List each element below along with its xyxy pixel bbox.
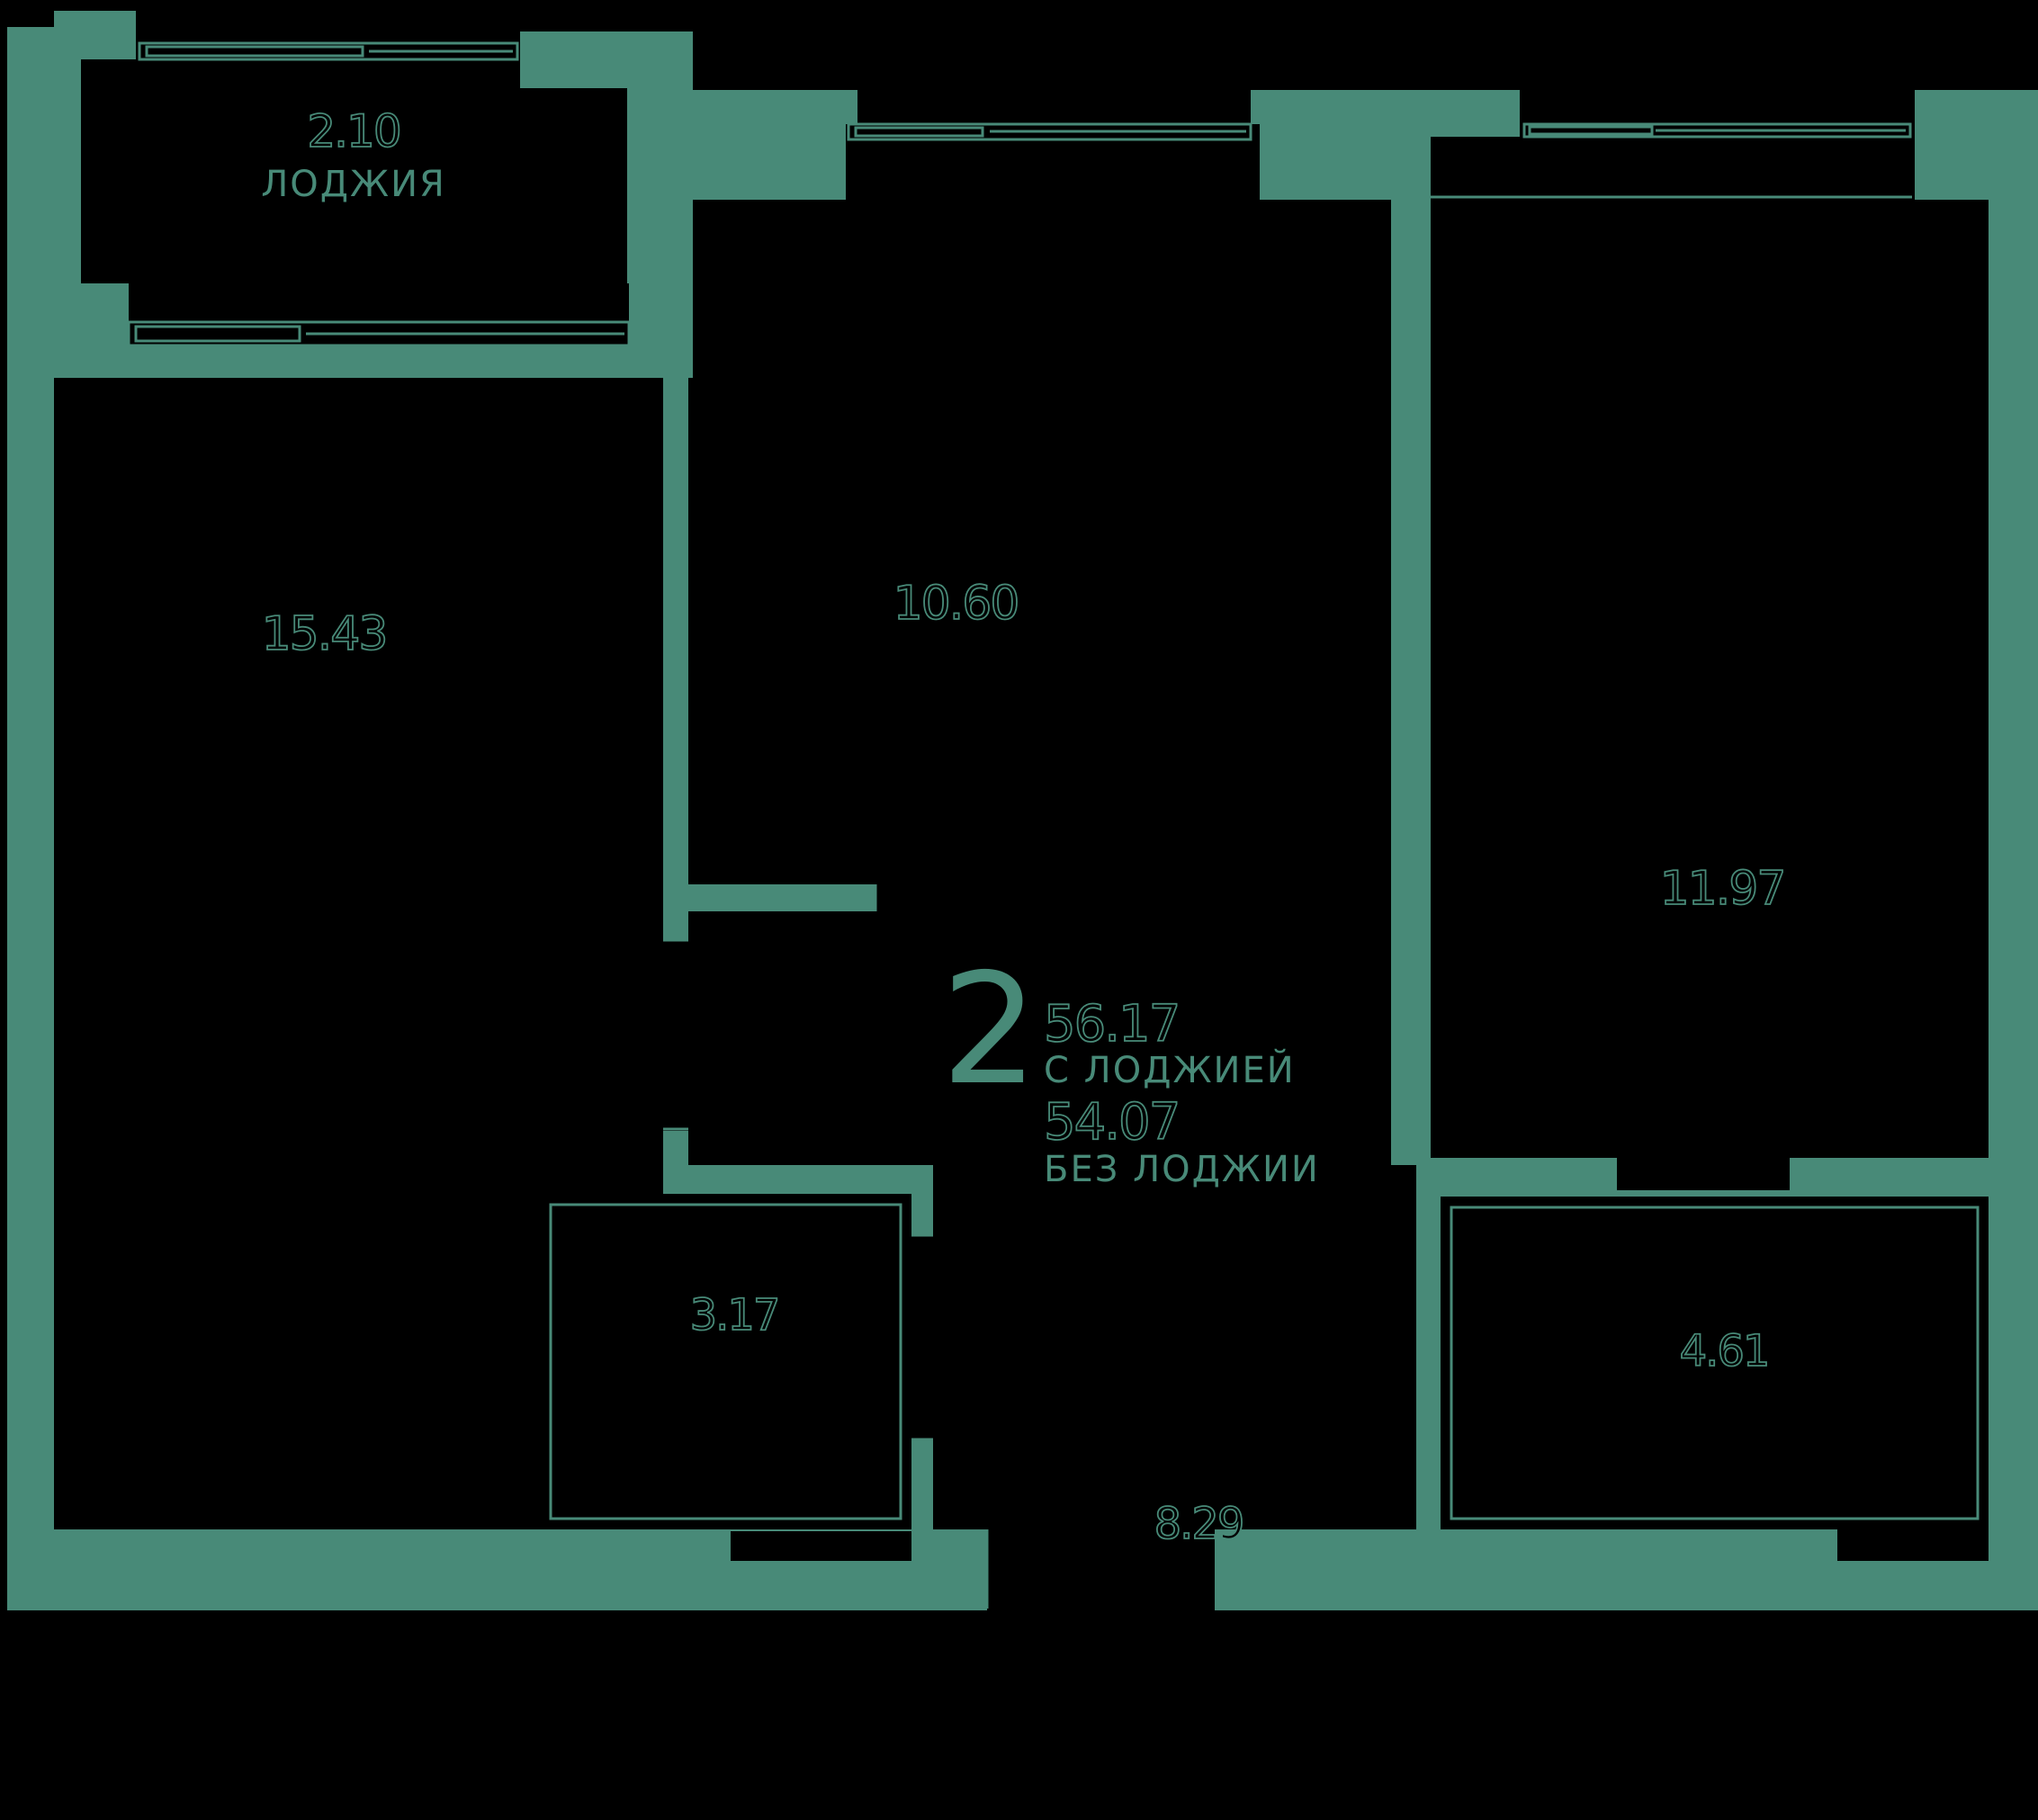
unit-area-with-loggia: 56.17 xyxy=(1044,995,1179,1053)
room-area-label-hallway: 8.29 xyxy=(1154,1499,1243,1549)
wall-loggia-right-top xyxy=(520,31,693,88)
page-top-left-corner xyxy=(0,11,54,27)
room-area-label-loggia: 2.10 xyxy=(307,105,400,157)
bathroom-inner-outline xyxy=(549,1203,902,1520)
room-bedroom xyxy=(1431,200,1989,1158)
unit-rooms-count: 2 xyxy=(941,941,1038,1119)
page-top-strip xyxy=(0,0,2038,11)
room-area-label-living: 15.43 xyxy=(262,607,387,661)
wall-right-band xyxy=(1989,200,2038,1610)
room-bedroom-step xyxy=(1431,137,1520,200)
wardrobe-bottom-opening xyxy=(1837,1529,1989,1561)
room-area-label-bedroom: 11.97 xyxy=(1660,862,1785,916)
unit-area-without-loggia: 54.07 xyxy=(1044,1093,1179,1152)
loggia-window-band xyxy=(129,283,629,345)
thin-lines xyxy=(549,195,1980,1609)
wall-bathroom-right-lower xyxy=(911,1439,933,1529)
bathroom-threshold-opening xyxy=(731,1531,911,1561)
wall-corridor-right xyxy=(1416,1158,1441,1529)
unit-with-loggia-label: С ЛОДЖИЕЙ xyxy=(1044,1048,1296,1091)
room-name-label-loggia: ЛОДЖИЯ xyxy=(261,164,446,205)
wardrobe-door-opening xyxy=(1617,1158,1790,1190)
windows xyxy=(127,41,1912,347)
window-icon-bedroom xyxy=(1522,122,1912,139)
wall-left-band xyxy=(7,27,54,1610)
page-top-strip-right xyxy=(693,11,2038,90)
window-icon-loggia-bottom xyxy=(127,320,631,347)
wall-living-kitchen-upper xyxy=(663,378,688,940)
kitchen-window-wall xyxy=(857,90,1251,124)
unit-summary: 2 56.17 С ЛОДЖИЕЙ 54.07 БЕЗ ЛОДЖИИ xyxy=(941,941,1320,1190)
room-kitchen xyxy=(693,200,1391,884)
wall-kitchen-bedroom xyxy=(1391,200,1432,1158)
rooms xyxy=(0,0,2038,1709)
wall-bathroom-right-upper xyxy=(911,1165,933,1235)
room-loggia-upper xyxy=(81,59,520,88)
room-loggia xyxy=(81,88,627,283)
room-hall xyxy=(688,911,1391,1165)
room-area-label-wardrobe: 4.61 xyxy=(1680,1326,1769,1376)
room-wardrobe xyxy=(1441,1197,1989,1529)
room-labels: 2.10 ЛОДЖИЯ 15.43 10.60 11.97 3.17 8.29 … xyxy=(261,104,1788,1550)
wall-under-kitchen xyxy=(688,884,875,911)
unit-without-loggia-label: БЕЗ ЛОДЖИИ xyxy=(1044,1149,1320,1190)
window-icon-loggia-top xyxy=(138,41,519,61)
room-bathroom xyxy=(540,1194,911,1529)
entrance-opening xyxy=(987,1529,1215,1709)
window-icon-kitchen xyxy=(847,122,1252,141)
kitchen-door-opening xyxy=(875,884,1391,911)
room-area-label-bathroom: 3.17 xyxy=(690,1290,779,1340)
wall-left-sliver-top xyxy=(54,11,136,59)
wardrobe-inner-outline xyxy=(1450,1206,1980,1520)
room-corridor xyxy=(933,1165,1416,1529)
wall-living-kitchen-stub xyxy=(663,1131,688,1165)
bedroom-window-wall xyxy=(1520,90,1915,124)
bathroom-door-opening xyxy=(911,1235,933,1439)
room-area-label-kitchen: 10.60 xyxy=(893,577,1019,631)
